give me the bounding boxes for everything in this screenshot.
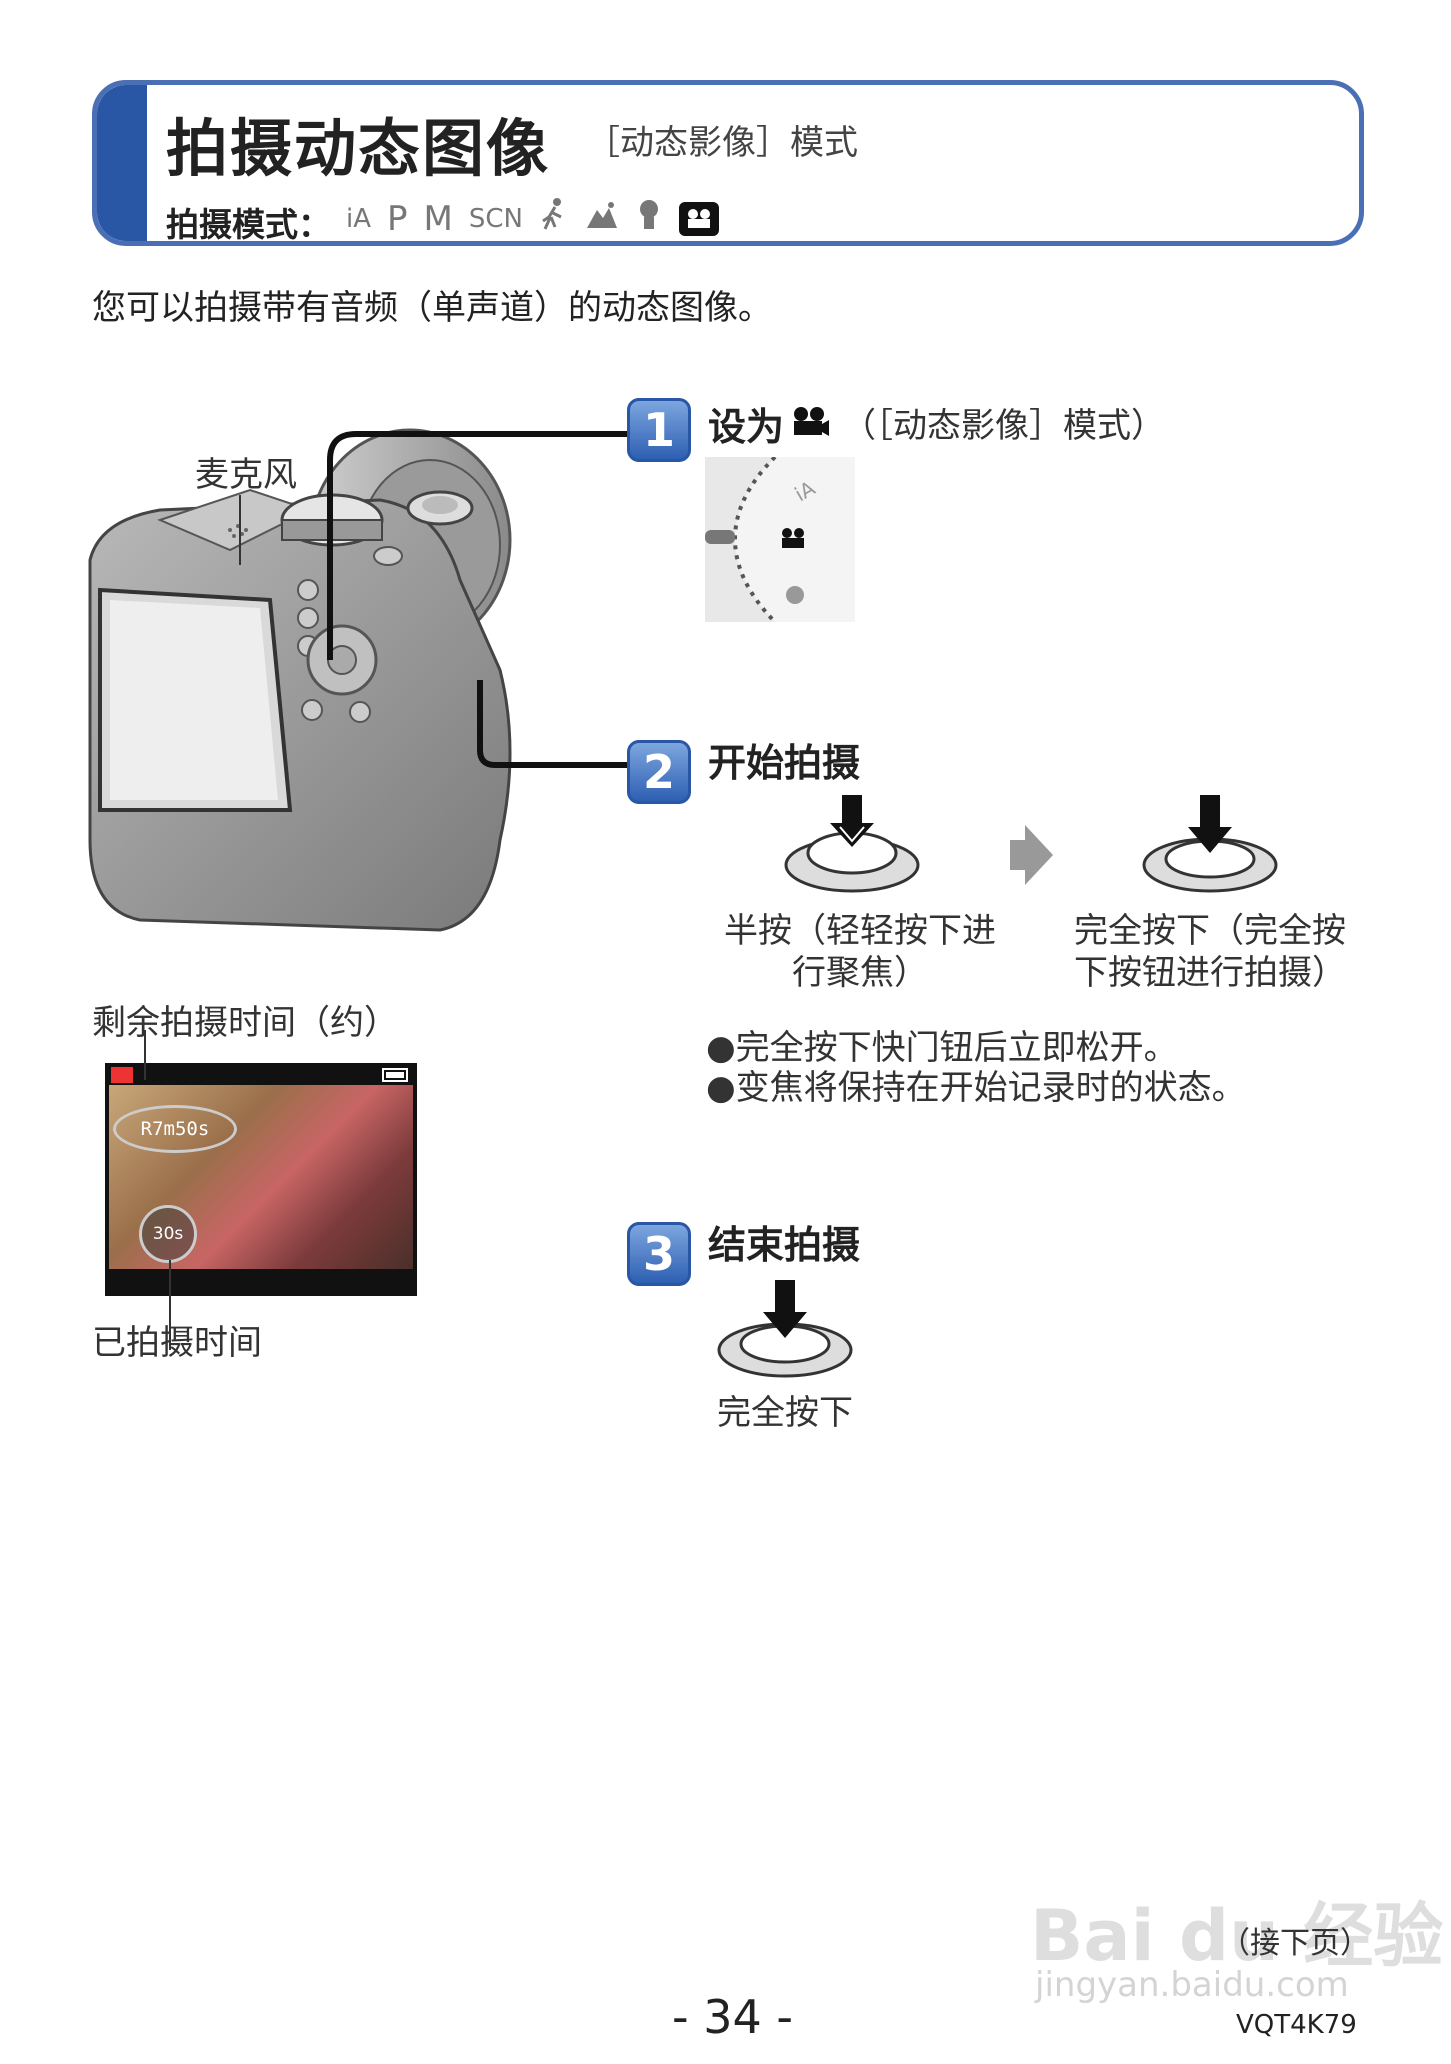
screen-leader-lines (144, 1030, 171, 1350)
step-3-title: 结束拍摄 (708, 1223, 861, 1267)
half-press-caption-line2: 行聚焦） (792, 953, 928, 993)
motion-picture-mode-icon (678, 202, 719, 236)
shutter-half-press-icon (784, 795, 920, 893)
step-3-number: 3 (627, 1222, 691, 1286)
page-title: 拍摄动态图像 (166, 112, 551, 185)
header-accent-bar (97, 85, 147, 241)
step-2-bullet-1: ●完全按下快门钮后立即松开。 (706, 1028, 1178, 1068)
mode-icon-row: iA P M SCN (346, 198, 719, 240)
arrow-right-icon (1010, 825, 1053, 885)
scenery-mode-icon (585, 198, 619, 240)
watermark-url: jingyan.baidu.com (1035, 1965, 1349, 2005)
header-box (92, 80, 1364, 246)
page-subtitle: ［动态影像］模式 (586, 123, 858, 163)
page-number: - 34 - (672, 1990, 793, 2044)
document-code: VQT4K79 (1236, 2010, 1357, 2040)
portrait-mode-icon (635, 197, 663, 241)
shooting-modes-label: 拍摄模式： (166, 205, 331, 244)
camera-illustration (88, 428, 512, 932)
microphone-label: 麦克风 (195, 455, 297, 495)
step-1-note: （［动态影像］模式） (842, 406, 1165, 446)
step-connector-lines (327, 431, 630, 768)
scene-mode-icon: SCN (468, 204, 523, 234)
remaining-time-label: 剩余拍摄时间（约） (92, 1003, 398, 1043)
manual-mode-icon: M (423, 199, 453, 239)
full-press-caption-line1: 完全按下（完全按 (1074, 911, 1346, 951)
continue-next-page: （接下页） (1220, 1926, 1370, 1961)
intro-text: 您可以拍摄带有音频（单声道）的动态图像。 (92, 288, 772, 328)
remaining-time-readout: R7m50s (113, 1105, 237, 1153)
step-2-bullet-2: ●变焦将保持在开始记录时的状态。 (706, 1068, 1246, 1108)
half-press-caption: 半按（轻轻按下进 行聚焦） (700, 910, 1020, 994)
step-3-caption: 完全按下 (717, 1393, 853, 1433)
full-press-caption: 完全按下（完全按 下按钮进行拍摄） (1050, 910, 1370, 994)
watermark-logo: Bai du 经验 (1030, 1895, 1444, 1977)
motion-picture-icon (794, 407, 829, 436)
step-2-title: 开始拍摄 (708, 741, 861, 785)
step-1-number: 1 (627, 398, 691, 462)
full-press-caption-line2: 下按钮进行拍摄） (1074, 953, 1346, 993)
step-1-title: 设为 (708, 405, 785, 449)
program-mode-icon: P (387, 199, 408, 239)
sports-mode-icon (539, 197, 569, 241)
step-2-number: 2 (627, 740, 691, 804)
screen-status-icons (111, 1067, 408, 1083)
shutter-full-press-icon (1142, 795, 1278, 893)
half-press-caption-line1: 半按（轻轻按下进 (724, 911, 996, 951)
microphone-leader-line (239, 495, 241, 565)
shutter-full-press-end-icon (717, 1280, 853, 1378)
mode-dial-closeup: iA (705, 457, 855, 622)
elapsed-time-label: 已拍摄时间 (92, 1323, 262, 1363)
elapsed-time-readout: 30s (139, 1205, 197, 1263)
intelligent-auto-icon: iA (346, 204, 372, 234)
lcd-screen-preview: R7m50s 30s (105, 1063, 417, 1296)
